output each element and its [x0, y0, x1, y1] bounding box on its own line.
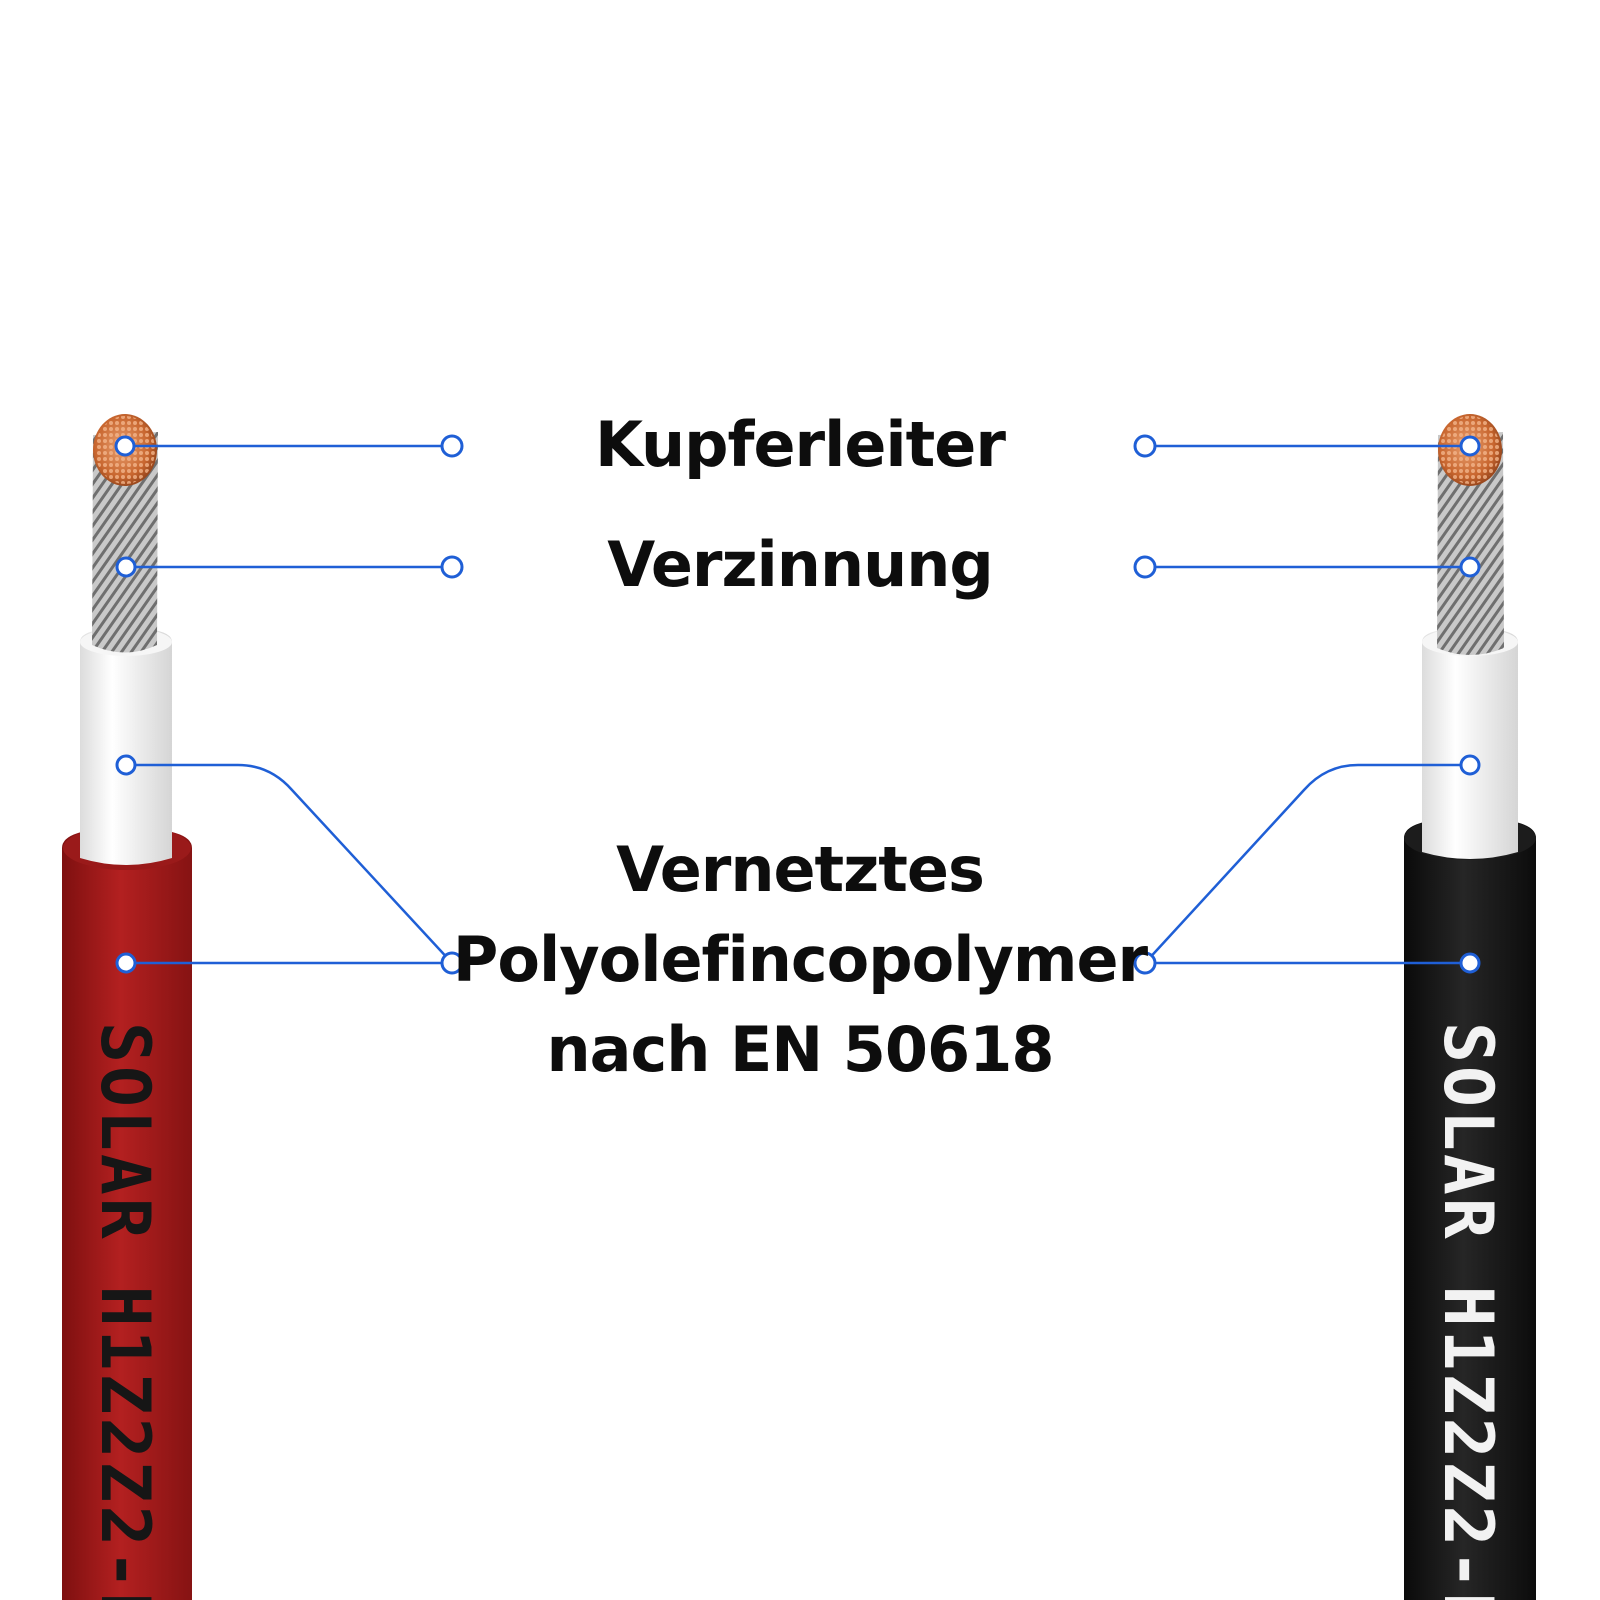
label-insulation-line3: nach EN 50618 — [546, 1013, 1055, 1086]
dot-tinning-left-start — [115, 556, 137, 578]
label-insulation-line2: Polyolefincopolymer — [452, 923, 1148, 996]
dot-inner-right-end — [1459, 754, 1481, 776]
dot-insulation-right-start — [1133, 951, 1157, 975]
left-jacket — [62, 828, 192, 1600]
left-tinned-strands — [92, 432, 158, 653]
dot-tinning-right-start — [1133, 555, 1157, 579]
right-inner-insulation — [1422, 628, 1518, 859]
right-cable-print: SOLAR H1Z2Z2-K — [1428, 1022, 1507, 1600]
label-tinning: Verzinnung — [607, 528, 994, 601]
dot-inner-left-start — [115, 754, 137, 776]
left-inner-insulation — [80, 628, 172, 865]
dot-jacket-left-start — [115, 952, 137, 974]
label-insulation: Vernetztes Polyolefincopolymer nach EN 5… — [450, 825, 1150, 1095]
right-jacket — [1404, 818, 1536, 1600]
right-tinned-strands — [1437, 432, 1504, 655]
left-cable-print: SOLAR H1Z2Z2-K — [85, 1022, 164, 1600]
label-copper-conductor: Kupferleiter — [595, 408, 1006, 481]
dot-copper-left-start — [114, 435, 136, 457]
dot-copper-right-end — [1459, 435, 1481, 457]
left-cable-red: SOLAR H1Z2Z2-K — [62, 414, 192, 1600]
dot-copper-left-end — [440, 434, 464, 458]
leader-inner-insulation-right — [1144, 763, 1470, 964]
left-leader-dots — [114, 434, 464, 975]
leader-inner-insulation-left — [126, 763, 453, 964]
right-leader-dots — [1133, 434, 1481, 975]
dot-tinning-left-end — [440, 555, 464, 579]
right-cable-black: SOLAR H1Z2Z2-K — [1404, 414, 1536, 1600]
label-insulation-line1: Vernetztes — [616, 833, 985, 906]
dot-copper-right-start — [1133, 434, 1157, 458]
right-leader-lines — [1144, 444, 1470, 965]
left-leader-lines — [125, 444, 453, 965]
dot-jacket-right-end — [1459, 952, 1481, 974]
dot-tinning-right-end — [1459, 556, 1481, 578]
dot-insulation-left-end — [440, 951, 464, 975]
